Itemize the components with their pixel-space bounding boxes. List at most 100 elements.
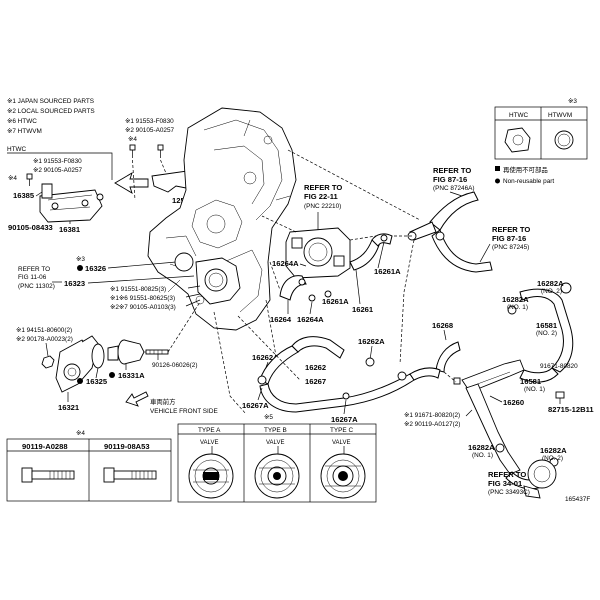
- mark-4-b: ※4: [128, 136, 137, 143]
- gasket-16326: [174, 252, 194, 272]
- refer-to-e: REFER TO: [488, 470, 526, 479]
- valve-label-a: VALVE: [200, 440, 218, 446]
- non-reusable-dot: [109, 372, 115, 378]
- legend-col-htwc: HTWC: [509, 112, 529, 119]
- note-local: ※2 LOCAL SOURCED PARTS: [7, 108, 95, 115]
- label-16262a-b: 16262A: [358, 337, 385, 346]
- hose-16268: [435, 341, 461, 373]
- refer-to-d: REFER TO: [492, 225, 530, 234]
- htwc-bracket-line: [7, 152, 113, 180]
- label-90105-a0257-b: ※2 90105-A0257: [125, 127, 175, 134]
- label-no2-b: (NO. 2): [536, 330, 557, 337]
- valve-type-c: TYPE C: [330, 427, 353, 434]
- label-91551-80825: ※1 91551-80825(3): [110, 286, 166, 293]
- clamp-16267a: [342, 392, 350, 400]
- clamp-16264a: [298, 278, 306, 286]
- legend-item-en: Non-reusable part: [503, 178, 554, 185]
- engine-timing-cover: [147, 107, 297, 331]
- hose-16267: [259, 373, 415, 413]
- bolt-icon: [26, 173, 33, 186]
- label-16267: 16267: [305, 377, 326, 386]
- label-16282a-a: 16282A: [537, 279, 564, 288]
- label-91551-80625: ※1※6 91551-80625(3): [110, 295, 175, 302]
- refer-fig-87-16-d: FIG 87-16: [492, 234, 526, 243]
- refer-fig-22-11: FIG 22-11: [304, 192, 339, 201]
- gasket-16325: [91, 343, 105, 369]
- label-82715-12b11: 82715-12B11: [548, 405, 594, 414]
- refer-pnc-22210: (PNC 22210): [304, 203, 341, 210]
- heater-hose-upper: [407, 191, 493, 273]
- label-16321: 16321: [58, 403, 80, 412]
- label-90178-a0023: ※2 90178-A0023(2): [16, 336, 73, 343]
- bolts-table: [6, 438, 172, 502]
- note-htwc: ※6 HTWC: [7, 118, 37, 125]
- label-no2-c: (NO. 2): [542, 455, 563, 462]
- valve-type-c-icon: [320, 453, 366, 499]
- note-japan: ※1 JAPAN SOURCED PARTS: [7, 98, 94, 105]
- label-16385: 16385: [13, 191, 35, 200]
- label-91671-80820-2: ※1 91671-80820(2): [404, 412, 460, 419]
- label-16267a-a: 16267A: [242, 401, 269, 410]
- refer-pnc-11302: (PNC 11302): [18, 283, 55, 290]
- clamp-16267a: [397, 371, 407, 381]
- nut-icon: [41, 355, 55, 369]
- bolt-a0288-icon: [21, 467, 75, 483]
- valve-type-b: TYPE B: [264, 427, 287, 434]
- thermostat-16331a: [107, 339, 154, 365]
- clamp-16261a: [324, 290, 332, 298]
- vehicle-front-en: VEHICLE FRONT SIDE: [150, 408, 218, 415]
- label-16262a-a: 16262A: [252, 353, 279, 362]
- label-16331a: 16331A: [118, 371, 145, 380]
- non-reusable-dot: [77, 378, 83, 384]
- label-16262: 16262: [305, 363, 326, 372]
- label-90105-a0257-a: ※2 90105-A0257: [33, 167, 83, 174]
- label-16268: 16268: [432, 321, 453, 330]
- note-htwvm: ※7 HTWVM: [7, 128, 42, 135]
- label-16261a-b: 16261A: [374, 267, 401, 276]
- label-no1-b: (NO. 1): [524, 386, 545, 393]
- valve-type-a-icon: [188, 453, 234, 499]
- refer-fig-11-06: FIG 11-06: [18, 274, 47, 281]
- clamp-16282a-no1: [507, 305, 517, 315]
- label-16282a-d: 16282A: [540, 446, 567, 455]
- refer-pnc-87245: (PNC 87245): [492, 244, 529, 251]
- bolts-col-90119-a0288: 90119-A0288: [22, 442, 68, 451]
- mark-4-a: ※4: [8, 175, 17, 182]
- oil-cooler: [523, 459, 557, 499]
- label-16261a-a: 16261A: [322, 297, 349, 306]
- bolts-mark-4: ※4: [76, 430, 85, 437]
- label-91671-80820: 91671-80820: [540, 363, 578, 370]
- legend-item-jp: 再使用不可部品: [503, 165, 548, 174]
- label-90105-a0103: ※2※7 90105-A0103(3): [110, 304, 176, 311]
- refer-to-b: REFER TO: [304, 183, 342, 192]
- label-90126-06026: 90126-06026(2): [152, 362, 197, 369]
- clamp-16262a: [365, 357, 375, 367]
- label-91553-f0830-a: ※1 91553-F0830: [33, 158, 82, 165]
- gasket-htwvm-icon: [554, 130, 574, 150]
- label-90119-a0127: ※2 90119-A0127(2): [404, 421, 460, 428]
- label-90105-08433: 90105-08433: [8, 223, 53, 232]
- legend-table: [494, 106, 588, 160]
- clip-icon: [555, 391, 565, 404]
- bolt-08a53-icon: [103, 467, 157, 483]
- hose-16261: [349, 239, 381, 271]
- clamp-16282a-no1: [495, 443, 505, 453]
- bracket-part-16381: [39, 183, 104, 223]
- label-16326: 16326: [85, 264, 106, 273]
- water-inlet-housing: [195, 257, 241, 305]
- clamp-16282a-no2: [560, 282, 572, 294]
- non-reusable-dot: [77, 265, 83, 271]
- legend-col-htwvm: HTWVM: [548, 112, 572, 119]
- hose-16581-no1: [519, 367, 559, 383]
- valve-table: [177, 423, 377, 503]
- legend-mark-3: ※3: [568, 98, 577, 105]
- refer-to-a: REFER TO: [18, 266, 50, 273]
- label-16261: 16261: [352, 305, 374, 314]
- refer-fig-34-01: FIG 34-01: [488, 479, 523, 488]
- label-16260: 16260: [503, 398, 524, 407]
- gasket-htwc-icon: [504, 127, 531, 153]
- bolt-icon: [129, 144, 164, 158]
- refer-pnc-33493c: (PNC 33493C): [488, 489, 530, 496]
